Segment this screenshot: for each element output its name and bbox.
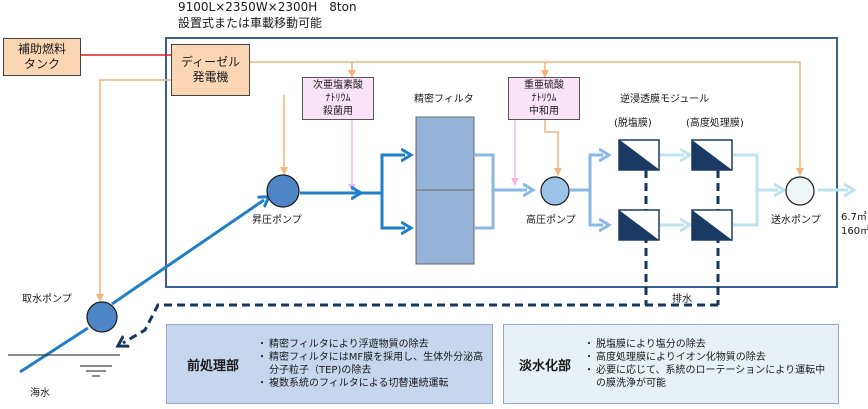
booster-pump-icon [266,174,300,208]
generator-label-2: 発電機 [192,70,229,84]
list-item: 脱塩膜により塩分の除去 [584,338,832,351]
product-flow [660,155,848,225]
desalination-title: 淡水化部 [518,358,571,374]
ro-membrane-icon [618,139,660,171]
chemical-1-line3: 殺菌用 [323,106,353,117]
tank-label-2: タンク [23,57,60,71]
delivery-pump-icon [785,176,815,206]
dimensions-text: 9100L×2350W×2300H 8ton [178,0,357,14]
intake-flow [19,155,405,374]
desalination-panel: 淡水化部 脱塩膜により塩分の除去 高度処理膜によりイオン化物質の除去 必要に応じ… [503,324,839,404]
precision-filter-lower [415,189,475,265]
booster-pump-label: 昇圧ポンプ [252,215,302,226]
chemical-2-line2: ﾅﾄﾘｳﾑ [531,93,557,104]
chemical-1-line2: ﾅﾄﾘｳﾑ [325,93,351,104]
chemical-1-line1: 次亜塩素酸 [313,80,363,91]
chemical-tank-hypochlorite: 次亜塩素酸 ﾅﾄﾘｳﾑ 殺菌用 [302,77,374,120]
high-pressure-pump-label: 高圧ポンプ [526,215,576,226]
tank-label-1: 補助燃料 [17,42,66,56]
filtered-flow [475,155,603,228]
intake-pump-icon [86,301,118,333]
list-item: 精密フィルタにはMF膜を採用し、生体外分泌高分子粒子（TEP)の除去 [257,351,487,377]
list-item: 高度処理膜によりイオン化物質の除去 [584,351,832,364]
desalination-membrane-label: (脱塩膜) [614,118,652,129]
pretreatment-panel: 前処理部 精密フィルタにより浮遊物質の除去 精密フィルタにはMF膜を採用し、生体… [166,324,493,404]
diesel-generator: ディーゼル 発電機 [171,44,250,96]
intake-pump-label: 取水ポンプ [22,294,72,305]
high-pressure-pump-icon [540,176,570,206]
precision-filter-label: 精密フィルタ [414,94,474,105]
ground-level-icon [8,354,120,377]
list-item: 必要に応じて、系統のローテーションにより運転中の膜洗浄が可能 [584,364,832,390]
ro-membrane-icon [691,139,733,171]
chemical-2-line3: 中和用 [529,106,559,117]
output-capacity-2: 160㎥ [841,226,868,237]
precision-filter-upper [415,116,475,191]
pretreatment-title: 前処理部 [186,358,239,374]
chemical-tank-bisulfite: 重亜硫酸 ﾅﾄﾘｳﾑ 中和用 [508,77,580,120]
desalination-list: 脱塩膜により塩分の除去 高度処理膜によりイオン化物質の除去 必要に応じて、系統の… [584,338,832,390]
install-note: 設置式または車載移動可能 [178,16,323,30]
auxiliary-fuel-tank: 補助燃料 タンク [3,38,81,76]
list-item: 複数系統のフィルタによる切替連続運転 [257,377,487,390]
drain-label: 排水 [672,294,692,305]
list-item: 精密フィルタにより浮遊物質の除去 [257,338,487,351]
power-lines [96,61,804,302]
ro-membrane-icon [618,209,660,241]
output-capacity-1: 6.7㎥ [841,212,867,223]
ro-membrane-icon [691,209,733,241]
chemical-lines [348,120,519,192]
chemical-2-line1: 重亜硫酸 [524,80,564,91]
delivery-pump-label: 送水ポンプ [771,215,821,226]
pretreatment-list: 精密フィルタにより浮遊物質の除去 精密フィルタにはMF膜を採用し、生体外分泌高分… [257,338,487,390]
ro-membranes [618,139,733,241]
advanced-membrane-label: (高度処理膜) [686,118,744,129]
ro-module-label: 逆浸透膜モジュール [620,94,710,105]
equipment-frame [165,37,838,288]
seawater-label: 海水 [30,388,50,399]
generator-label-1: ディーゼル [180,55,241,69]
